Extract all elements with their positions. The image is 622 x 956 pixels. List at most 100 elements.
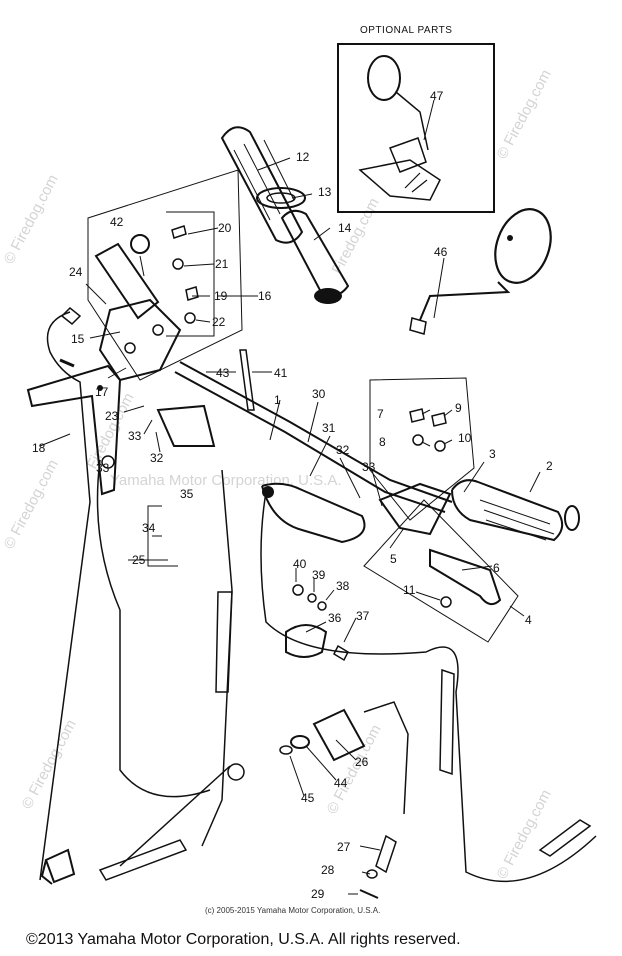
callout-19: 19 — [214, 289, 228, 303]
cable-34 — [201, 469, 233, 847]
cable-25-right — [96, 459, 211, 798]
callout-39: 39 — [312, 568, 326, 582]
callout-24: 24 — [69, 265, 83, 279]
callout-32: 32 — [336, 443, 350, 457]
cable-25-left — [39, 311, 91, 881]
callout-47: 47 — [430, 89, 444, 103]
ring-45 — [279, 745, 293, 755]
mirror-stem-optional — [395, 91, 429, 151]
callout-10: 10 — [458, 431, 472, 445]
watermark-group: © Firedog.com Firedog.com © Firedog.com … — [1, 67, 555, 882]
callout-15: 15 — [71, 332, 85, 346]
grip-washer-13 — [256, 187, 306, 209]
grip-optional — [389, 137, 427, 173]
screw-19 — [185, 286, 199, 301]
callout-37: 37 — [356, 609, 370, 623]
callout-17: 17 — [95, 385, 109, 399]
callout-21: 21 — [215, 257, 229, 271]
callout-40: 40 — [293, 557, 307, 571]
mirror-46 — [409, 208, 552, 335]
callout-11: 11 — [403, 583, 416, 597]
watermark-firedog-right-bottom: © Firedog.com — [494, 787, 555, 882]
switch-parts-box — [87, 169, 243, 381]
bolt-27 — [375, 834, 397, 874]
watermark-yamaha: Yamaha Motor Corporation, U.S.A. — [110, 472, 342, 489]
callout-42: 42 — [110, 215, 124, 229]
adjuster-assembly — [279, 701, 409, 899]
callout-41: 41 — [274, 366, 288, 380]
callout-38: 38 — [336, 579, 350, 593]
screw-7 — [409, 408, 425, 423]
callout-46: 46 — [434, 245, 448, 259]
callout-20: 20 — [218, 221, 232, 235]
optional-parts-title: OPTIONAL PARTS — [360, 25, 453, 36]
callout-4: 4 — [525, 613, 532, 627]
cables — [96, 459, 597, 883]
callout-6: 6 — [493, 561, 500, 575]
callout-5: 5 — [390, 552, 397, 566]
grip-end-14 — [314, 288, 342, 304]
callout-8: 8 — [379, 435, 386, 449]
cable-main — [260, 491, 597, 883]
pin-29 — [359, 889, 379, 899]
adjuster-26 — [312, 708, 366, 762]
cable-end-left — [98, 839, 188, 881]
callout-28: 28 — [321, 863, 335, 877]
left-grip-upper — [220, 126, 350, 304]
callout-30: 30 — [312, 387, 326, 401]
callout-22: 22 — [212, 315, 226, 329]
ring-44 — [290, 735, 310, 749]
callout-9: 9 — [455, 401, 462, 415]
screw-20 — [171, 225, 187, 239]
lever-6 — [429, 548, 502, 606]
callout-13: 13 — [318, 185, 332, 199]
optional-parts-box — [337, 43, 495, 213]
leader-lines — [39, 99, 541, 895]
callout-7: 7 — [377, 407, 384, 421]
screw-9 — [431, 412, 447, 427]
washer-39 — [307, 593, 317, 603]
lever-18 — [26, 364, 122, 496]
callout-29: 29 — [311, 887, 325, 901]
watermark-firedog-left-top: © Firedog.com — [1, 172, 62, 267]
callout-26: 26 — [355, 755, 369, 769]
callout-33-lower: 33 — [128, 429, 142, 443]
callout-23: 23 — [105, 409, 119, 423]
knob-42 — [130, 234, 150, 254]
lever-bracket-optional — [358, 159, 441, 201]
callout-12: 12 — [296, 150, 310, 164]
callout-34: 34 — [142, 521, 156, 535]
holder-3 — [378, 482, 452, 536]
nut-40 — [292, 584, 304, 596]
callout-35: 35 — [180, 487, 194, 501]
callout-44: 44 — [334, 776, 348, 790]
callout-27: 27 — [337, 840, 351, 854]
callout-32-left: 32 — [150, 451, 164, 465]
callout-2: 2 — [546, 459, 553, 473]
callout-43: 43 — [216, 366, 230, 380]
nut-21 — [172, 258, 184, 270]
watermark-firedog-right-top: © Firedog.com — [494, 67, 555, 162]
nut-22 — [184, 312, 196, 324]
callout-33: 33 — [362, 460, 376, 474]
bracket-33 — [156, 404, 216, 447]
nut-10 — [434, 440, 446, 452]
handlebar-1 — [156, 349, 453, 544]
clamp-36 — [285, 624, 328, 658]
callout-33-left: 33 — [96, 461, 110, 475]
callout-31: 31 — [322, 421, 336, 435]
nut-8 — [412, 434, 424, 446]
callout-labels: 1 2 3 4 5 6 7 8 9 10 11 12 13 14 15 16 1… — [32, 89, 553, 901]
watermark-firedog-left-mid: © Firedog.com — [1, 457, 62, 552]
washer-38 — [317, 601, 327, 611]
callout-45: 45 — [301, 791, 315, 805]
callout-36: 36 — [328, 611, 342, 625]
bolt-41 — [239, 349, 255, 411]
callout-14: 14 — [338, 221, 352, 235]
watermark-firedog-bottom-left: © Firedog.com — [19, 717, 80, 812]
right-lever-box — [363, 377, 580, 643]
washer-28 — [366, 869, 378, 879]
callout-3: 3 — [489, 447, 496, 461]
left-lever-assembly — [26, 242, 182, 881]
